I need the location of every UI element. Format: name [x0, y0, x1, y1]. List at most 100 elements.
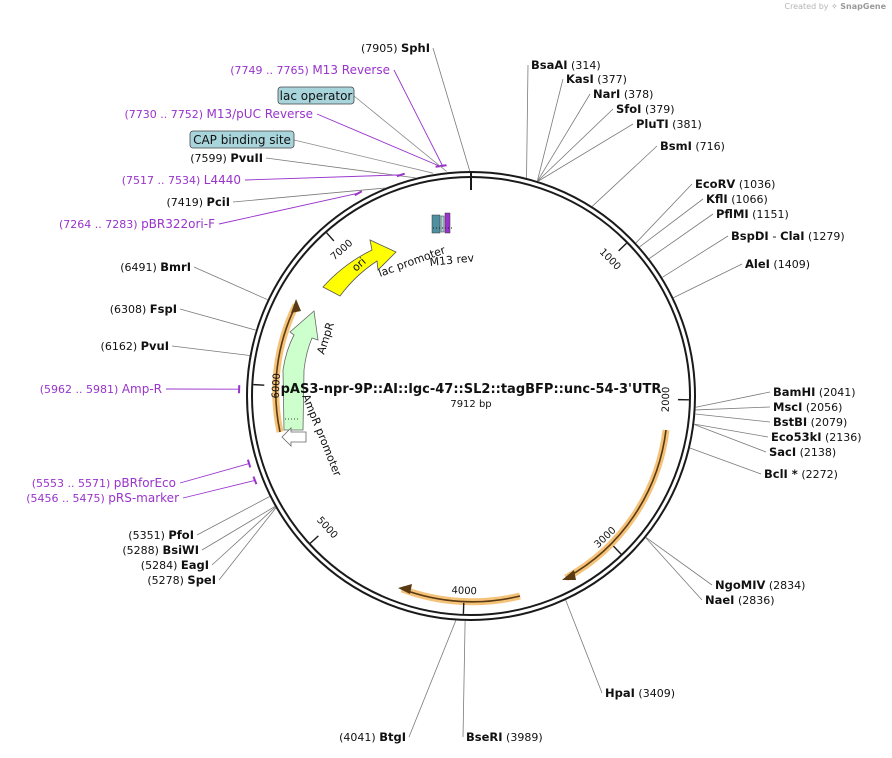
enzyme-leader-line [526, 64, 529, 178]
tag-label: lac operator [280, 89, 353, 103]
enzyme-name: SacI [769, 445, 796, 459]
primer-label: (7749 .. 7765) M13 Reverse [230, 63, 390, 77]
enzyme-position: (2136) [822, 431, 862, 444]
enzyme-label: (5288) BsiWI [122, 543, 199, 557]
enzyme-name: SpeI [187, 573, 216, 587]
plasmid-length: 7912 bp [450, 399, 491, 410]
orange-arc-left-head [291, 299, 301, 313]
enzyme-position: (1151) [749, 208, 789, 221]
enzyme-position: (716) [692, 140, 725, 153]
tick-mark [253, 383, 265, 386]
enzyme-name: BamHI [773, 385, 815, 399]
enzyme-label: NarI (378) [593, 87, 653, 101]
enzyme-label: (6491) BmrI [120, 260, 191, 274]
enzyme-label: PflMI (1151) [716, 207, 789, 221]
enzyme-position: (377) [594, 73, 627, 86]
primer-range: (5553 .. 5571) [32, 477, 114, 490]
snapgene-logo-icon: ✧ [831, 2, 838, 11]
primer-range: (5456 .. 5475) [26, 492, 108, 505]
enzyme-leader-line [179, 308, 256, 331]
enzyme-position: (314) [568, 59, 601, 72]
enzyme-leader-line [591, 145, 658, 207]
enzyme-label: NaeI (2836) [705, 593, 775, 607]
tick-label: 2000 [661, 387, 672, 413]
enzyme-label: PluTI (381) [636, 117, 702, 131]
primer-site-mark [354, 190, 363, 197]
enzyme-name: AleI [745, 257, 770, 271]
orange-arc-right [564, 429, 670, 582]
enzyme-name: BsaAI [531, 58, 568, 72]
primer-name: Amp-R [122, 382, 162, 396]
primer-leader-line [244, 174, 401, 181]
enzyme-leader-line [211, 506, 276, 566]
enzyme-position: (3989) [503, 731, 543, 744]
primer-leader-line [182, 479, 256, 499]
enzyme-leader-line [201, 506, 276, 551]
enzyme-leader-line [537, 93, 591, 182]
enzyme-label: HpaI (3409) [605, 686, 675, 700]
backbone-outer [246, 171, 696, 621]
enzyme-label: BspDI - ClaI (1279) [731, 229, 845, 243]
enzyme-position: (379) [641, 103, 674, 116]
tick-label: 4000 [451, 585, 477, 597]
enzyme-leader-line [537, 108, 614, 182]
enzyme-label: SacI (2138) [769, 445, 836, 459]
enzyme-label: (7419) PciI [166, 195, 230, 209]
primer-leader-line [179, 463, 250, 484]
enzyme-name: HpaI [605, 686, 635, 700]
enzyme-label: BstBI (2079) [773, 415, 847, 429]
ori-arrow [322, 239, 397, 297]
enzyme-position: (6491) [120, 261, 160, 274]
enzyme-label: (5284) EagI [141, 558, 209, 572]
tick-mark [612, 545, 622, 555]
enzyme-position: (2836) [734, 594, 774, 607]
enzyme-leader-line [695, 406, 771, 411]
primer-name: M13/pUC Reverse [207, 107, 314, 121]
primer-site-mark [252, 476, 258, 485]
enzyme-position: (2041) [815, 386, 855, 399]
enzyme-label: BclI * (2272) [764, 467, 838, 481]
enzyme-leader-line [645, 537, 703, 601]
enzyme-leader-line [695, 391, 771, 408]
enzyme-leader-line [232, 187, 386, 203]
enzyme-name: MscI [773, 400, 802, 414]
enzyme-leader-line [408, 620, 457, 738]
enzyme-name: PciI [207, 195, 230, 209]
primer-sites: (7749 .. 7765) M13 Reverse (7730 .. 7752)… [26, 63, 447, 505]
orange-arc-right-line [565, 429, 667, 579]
enzyme-label: MscI (2056) [773, 400, 842, 414]
enzyme-position: (2138) [796, 446, 836, 459]
primer-leader-line [393, 69, 443, 166]
enzyme-leader-line [196, 496, 270, 536]
enzyme-position: (4041) [339, 731, 379, 744]
primer-range: (7749 .. 7765) [230, 64, 312, 77]
primer-label: (7730 .. 7752) M13/pUC Reverse [124, 107, 313, 121]
enzyme-leader-line [694, 424, 767, 453]
tag-box [277, 86, 355, 105]
enzyme-name: BspDI [731, 229, 769, 243]
enzyme-name: BmrI [160, 260, 191, 274]
enzyme-separator: - [769, 229, 780, 243]
lac-operator-box [440, 215, 445, 233]
lac-promoter-box [431, 214, 441, 234]
tick-mark [309, 535, 319, 544]
orange-arc-bottom-line [401, 588, 521, 603]
tick-label: 5000 [314, 515, 339, 541]
enzyme-leader-line [673, 263, 743, 299]
watermark: Created by ✧ SnapGene [784, 2, 886, 11]
enzyme-leader-line [193, 266, 268, 301]
enzyme-position: (378) [620, 88, 653, 101]
enzyme-name: BsmI [660, 139, 692, 153]
enzyme-name: BsiWI [162, 543, 199, 557]
primer-site-mark [246, 459, 252, 468]
enzyme-position: (5288) [122, 544, 162, 557]
enzyme-leader-line [218, 507, 277, 581]
enzyme-position: (5284) [141, 559, 181, 572]
primer-range: (7264 .. 7283) [59, 218, 141, 231]
enzyme-position: (2056) [802, 401, 842, 414]
enzyme-label: (6308) FspI [110, 302, 177, 316]
orange-arc-left-line [274, 304, 297, 433]
tick-label: 7000 [329, 238, 355, 263]
primer-leader-line [218, 192, 359, 225]
